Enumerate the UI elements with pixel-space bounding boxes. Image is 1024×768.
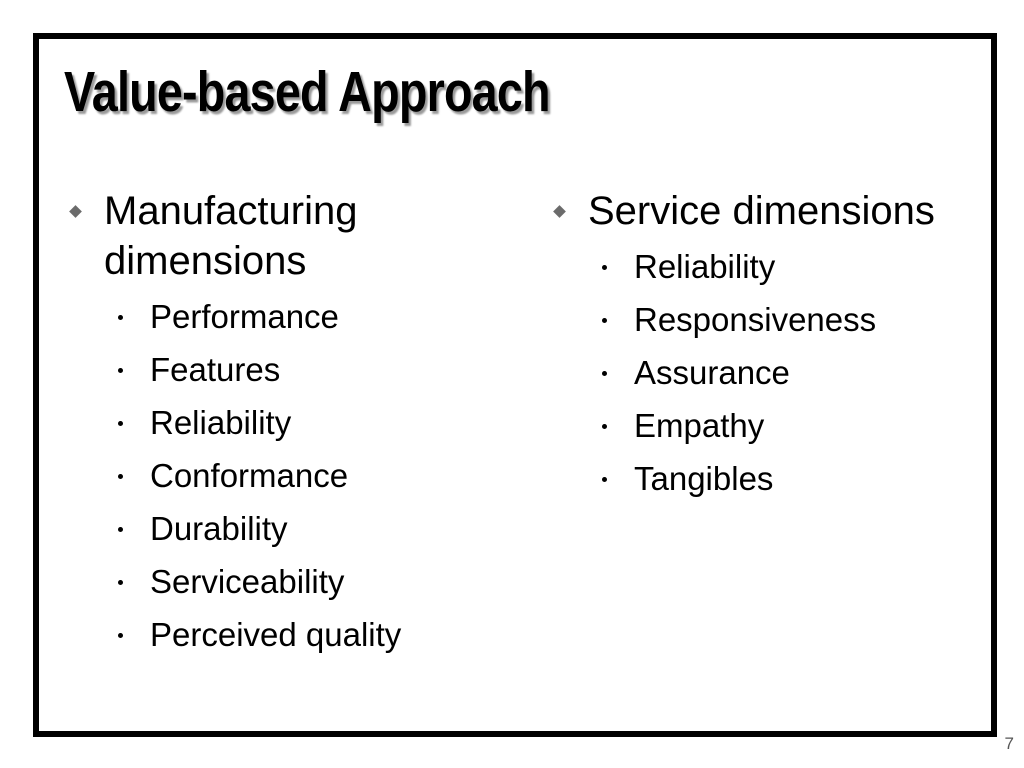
service-list: Reliability Responsiveness Assurance Emp… bbox=[550, 240, 980, 505]
list-item: Empathy bbox=[550, 399, 980, 452]
list-item: Tangibles bbox=[550, 452, 980, 505]
manufacturing-heading-line2: dimensions bbox=[104, 239, 307, 283]
list-item: Durability bbox=[66, 502, 496, 555]
list-item: Reliability bbox=[66, 396, 496, 449]
dot-bullet-icon bbox=[602, 424, 607, 429]
slide-number: 7 bbox=[1004, 734, 1014, 753]
dot-bullet-icon bbox=[602, 371, 607, 376]
list-item: Performance bbox=[66, 290, 496, 343]
list-item-label: Perceived quality bbox=[150, 616, 402, 653]
manufacturing-column: Manufacturing dimensions Performance Fea… bbox=[66, 186, 496, 661]
service-heading-label: Service dimensions bbox=[588, 189, 935, 233]
list-item: Responsiveness bbox=[550, 293, 980, 346]
list-item-label: Reliability bbox=[150, 404, 292, 441]
list-item-label: Reliability bbox=[634, 248, 776, 285]
dot-bullet-icon bbox=[602, 318, 607, 323]
dot-bullet-icon bbox=[118, 580, 123, 585]
dot-bullet-icon bbox=[118, 315, 123, 320]
manufacturing-list: Performance Features Reliability Conform… bbox=[66, 290, 496, 661]
dot-bullet-icon bbox=[118, 527, 123, 532]
list-item-label: Assurance bbox=[634, 354, 790, 391]
service-heading: Service dimensions bbox=[550, 186, 980, 236]
list-item-label: Durability bbox=[150, 510, 288, 547]
list-item: Assurance bbox=[550, 346, 980, 399]
list-item-label: Tangibles bbox=[634, 460, 774, 497]
diamond-bullet-icon bbox=[553, 205, 566, 218]
dot-bullet-icon bbox=[118, 474, 123, 479]
list-item-label: Responsiveness bbox=[634, 301, 877, 338]
list-item-label: Serviceability bbox=[150, 563, 345, 600]
manufacturing-heading: Manufacturing dimensions bbox=[66, 186, 496, 286]
list-item: Perceived quality bbox=[66, 608, 496, 661]
list-item: Reliability bbox=[550, 240, 980, 293]
list-item: Conformance bbox=[66, 449, 496, 502]
dot-bullet-icon bbox=[118, 368, 123, 373]
list-item-label: Performance bbox=[150, 298, 339, 335]
dot-bullet-icon bbox=[118, 421, 123, 426]
slide-title: Value-based Approach bbox=[64, 60, 551, 124]
list-item: Features bbox=[66, 343, 496, 396]
slide-frame bbox=[33, 33, 997, 737]
list-item-label: Features bbox=[150, 351, 281, 388]
dot-bullet-icon bbox=[602, 477, 607, 482]
service-column: Service dimensions Reliability Responsiv… bbox=[550, 186, 980, 505]
manufacturing-heading-line1: Manufacturing bbox=[104, 189, 358, 233]
list-item: Serviceability bbox=[66, 555, 496, 608]
list-item-label: Conformance bbox=[150, 457, 349, 494]
dot-bullet-icon bbox=[602, 265, 607, 270]
list-item-label: Empathy bbox=[634, 407, 765, 444]
diamond-bullet-icon bbox=[69, 205, 82, 218]
dot-bullet-icon bbox=[118, 633, 123, 638]
